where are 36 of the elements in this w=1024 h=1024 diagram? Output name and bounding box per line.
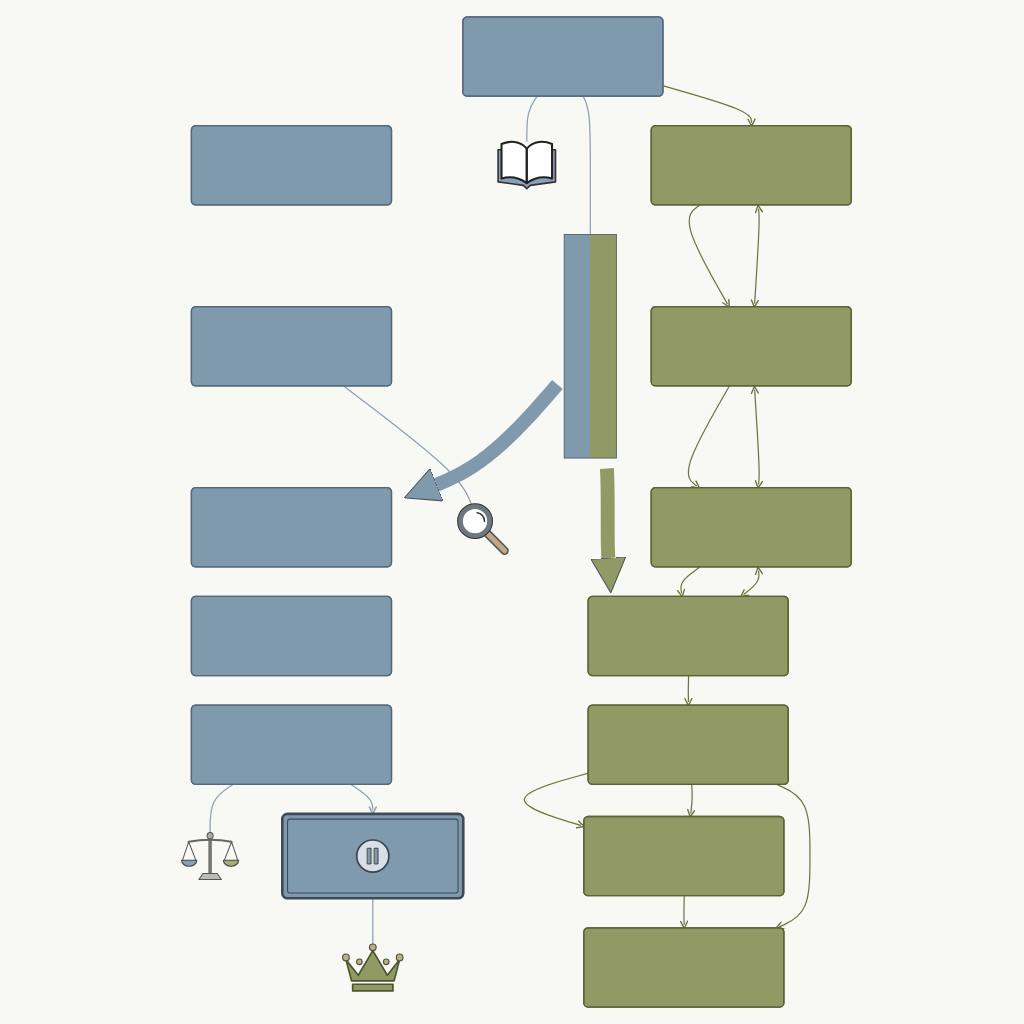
connector-line (582, 95, 591, 236)
arrow (662, 85, 756, 127)
process-box (190, 125, 393, 206)
process-box (190, 595, 393, 677)
scales-icon (181, 832, 240, 881)
double-arrow (750, 204, 764, 308)
arrow (775, 784, 811, 930)
arrow (676, 566, 701, 598)
process-box (190, 306, 393, 387)
arrow (688, 204, 730, 308)
book-icon (497, 140, 557, 190)
arrow (684, 675, 693, 707)
process-box (587, 595, 789, 677)
magnifier-icon (457, 503, 509, 555)
arrow (679, 895, 689, 929)
pause-icon (355, 839, 390, 874)
process-box (583, 927, 785, 1008)
crown-icon (342, 943, 404, 992)
leader-line (526, 95, 538, 143)
process-box (587, 704, 789, 785)
split-arrow-stem (563, 234, 617, 459)
leader-line (209, 784, 234, 834)
process-box (190, 704, 393, 785)
double-arrow (740, 566, 764, 598)
arrow (687, 385, 730, 489)
thick-arrow (403, 379, 563, 502)
leader-line (343, 385, 472, 505)
process-box (583, 815, 785, 897)
process-box (462, 16, 664, 97)
double-arrow (750, 385, 764, 489)
process-box (650, 487, 852, 568)
arrow (687, 784, 696, 818)
process-box (190, 487, 393, 568)
process-box (650, 306, 852, 387)
framed-box (281, 812, 465, 900)
process-box (650, 125, 852, 206)
